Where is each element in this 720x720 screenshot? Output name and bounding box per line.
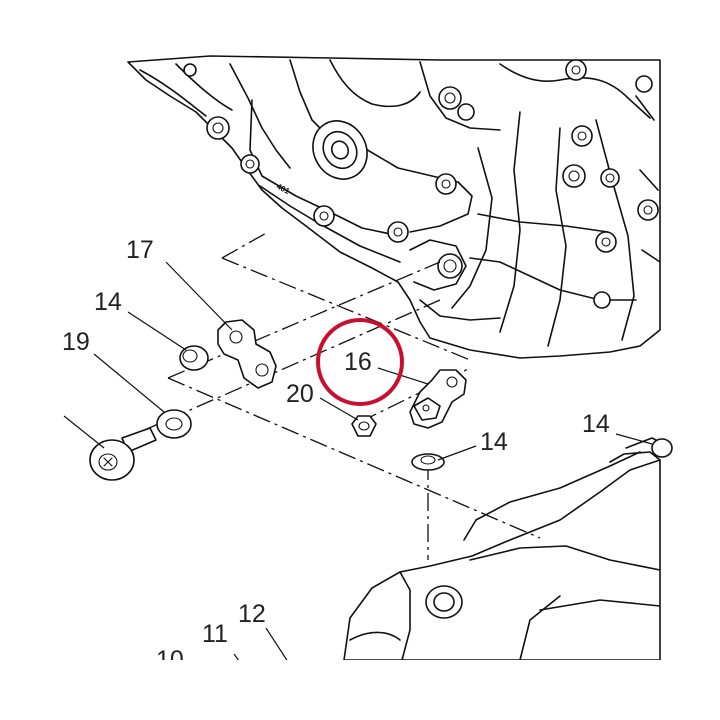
callout-19: 19 (62, 328, 90, 356)
part-17-bracket (217, 319, 277, 389)
highlight-circle (316, 318, 404, 406)
callout-labels: 17 14 19 16 20 14 14 12 11 (62, 236, 610, 648)
engine-block: 401 (127, 55, 661, 359)
callout-14-middle: 14 (480, 428, 508, 456)
callout-16: 16 (344, 348, 372, 376)
bottom-crop-mask (0, 660, 720, 720)
callout-12: 12 (238, 600, 266, 628)
part-14-washer-left (179, 345, 209, 371)
leader-lines (63, 261, 653, 677)
engine-bolts (183, 59, 659, 309)
lower-case (343, 437, 661, 661)
part-14-washer-middle (411, 453, 445, 471)
callout-14-right: 14 (582, 410, 610, 438)
callout-17: 17 (126, 236, 154, 264)
callout-10-visible: 10 (156, 646, 184, 674)
callout-20: 20 (286, 380, 314, 408)
part-20-nut (351, 415, 377, 437)
part-16-bracket (409, 369, 467, 429)
part-19-washer (156, 409, 192, 439)
callout-14-left: 14 (94, 288, 122, 316)
callout-11: 11 (202, 620, 228, 648)
bolt-left (89, 427, 157, 481)
part-14-washer-right (651, 438, 673, 458)
